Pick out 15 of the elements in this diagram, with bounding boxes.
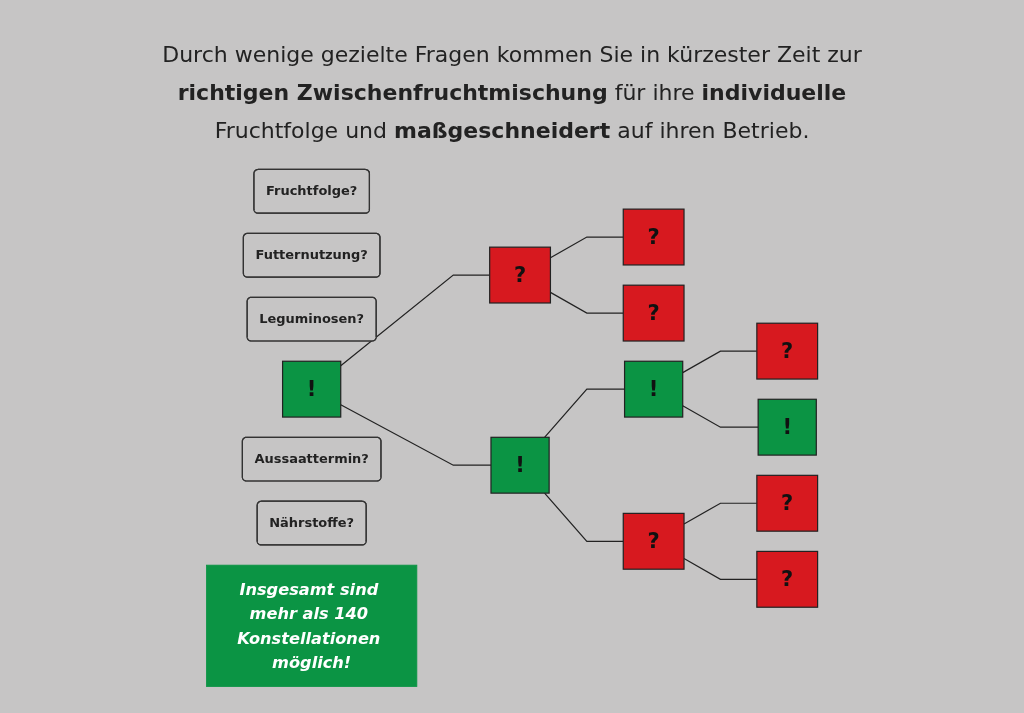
node-box: ?: [756, 322, 819, 380]
node-box: ?: [622, 208, 685, 266]
connector: [543, 492, 624, 542]
node-box: ?: [622, 284, 685, 342]
connector: [682, 405, 759, 428]
node-box: !: [623, 360, 684, 418]
intro-paragraph: Durch wenige gezielte Fragen kommen Sie in kürzester Zeit zur richtigen Zwischenfruchtmischung für ihre individuelle Fruchtfolge und maßgeschneidert auf ihren Betrieb.: [161, 41, 863, 145]
node-box: ?: [489, 246, 551, 304]
node-box: !: [757, 398, 817, 456]
node-box: ?: [756, 550, 819, 608]
node-box: !: [490, 436, 550, 494]
node-box: !: [281, 360, 342, 418]
node-box: ?: [756, 474, 819, 532]
node-box: Insgesamt sind mehr als 140 Konstellationen möglich!: [206, 564, 418, 687]
node-box: ?: [622, 512, 685, 570]
